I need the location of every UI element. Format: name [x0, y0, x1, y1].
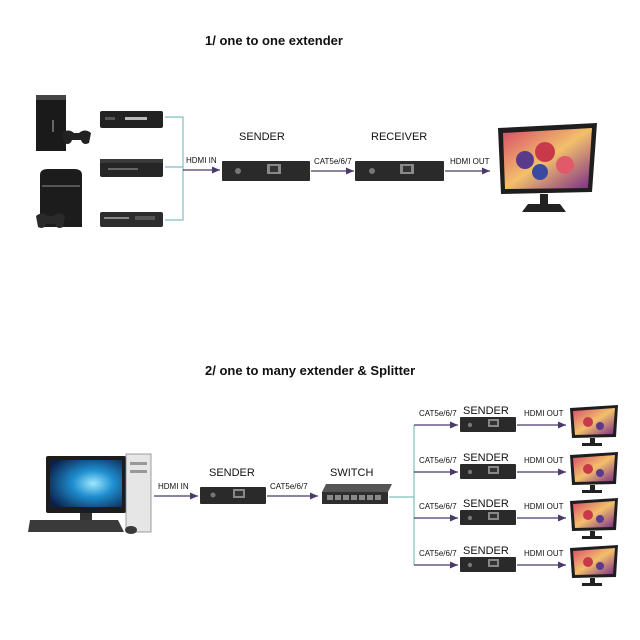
media-player-icon — [100, 111, 163, 128]
receiver-device — [355, 161, 444, 181]
set-top-box-icon — [100, 159, 163, 177]
branch-sender-device — [460, 557, 516, 572]
receiver-label: RECEIVER — [371, 131, 427, 143]
branch-monitor-icon — [570, 498, 618, 539]
branch-sender-device — [460, 510, 516, 525]
branch-sender-label: SENDER — [463, 405, 509, 417]
dvd-player-icon — [100, 212, 163, 227]
ps4-console-icon — [36, 95, 91, 151]
network-switch-icon — [322, 484, 392, 504]
branch-cable-label: CAT5e/6/7 — [419, 502, 457, 511]
main-sender-device — [200, 487, 266, 504]
branch-sender-device — [460, 417, 516, 432]
branch-hdmi-out-label: HDMI OUT — [524, 409, 564, 418]
branch-cable-label: CAT5e/6/7 — [419, 456, 457, 465]
branch-sender-label: SENDER — [463, 498, 509, 510]
source-bracket — [165, 117, 183, 220]
branch-sender-label: SENDER — [463, 452, 509, 464]
branch-cable-label: CAT5e/6/7 — [419, 549, 457, 558]
hdmi-in-label: HDMI IN — [186, 156, 217, 165]
branch-4: CAT5e/6/7 SENDER HDMI OUT — [414, 545, 618, 586]
pc-hdmi-in-label: HDMI IN — [158, 482, 189, 491]
main-sender-label: SENDER — [209, 467, 255, 479]
splitter-trunk — [389, 425, 414, 565]
monitor-icon — [498, 123, 597, 212]
cable-label: CAT5e/6/7 — [314, 157, 352, 166]
branch-3: CAT5e/6/7 SENDER HDMI OUT — [414, 498, 618, 539]
sender-device — [222, 161, 310, 181]
branch-1: CAT5e/6/7 SENDER HDMI OUT — [414, 405, 618, 446]
computer-icon — [28, 454, 151, 534]
branch-hdmi-out-label: HDMI OUT — [524, 456, 564, 465]
branch-hdmi-out-label: HDMI OUT — [524, 502, 564, 511]
branch-sender-device — [460, 464, 516, 479]
sender-label: SENDER — [239, 131, 285, 143]
main-cable-label: CAT5e/6/7 — [270, 482, 308, 491]
branch-sender-label: SENDER — [463, 545, 509, 557]
hdmi-out-label: HDMI OUT — [450, 157, 490, 166]
branch-monitor-icon — [570, 405, 618, 446]
branch-2: CAT5e/6/7 SENDER HDMI OUT — [414, 452, 618, 493]
switch-label: SWITCH — [330, 467, 373, 479]
ps3-console-icon — [36, 169, 82, 228]
branch-hdmi-out-label: HDMI OUT — [524, 549, 564, 558]
branch-monitor-icon — [570, 545, 618, 586]
branch-cable-label: CAT5e/6/7 — [419, 409, 457, 418]
branch-monitor-icon — [570, 452, 618, 493]
